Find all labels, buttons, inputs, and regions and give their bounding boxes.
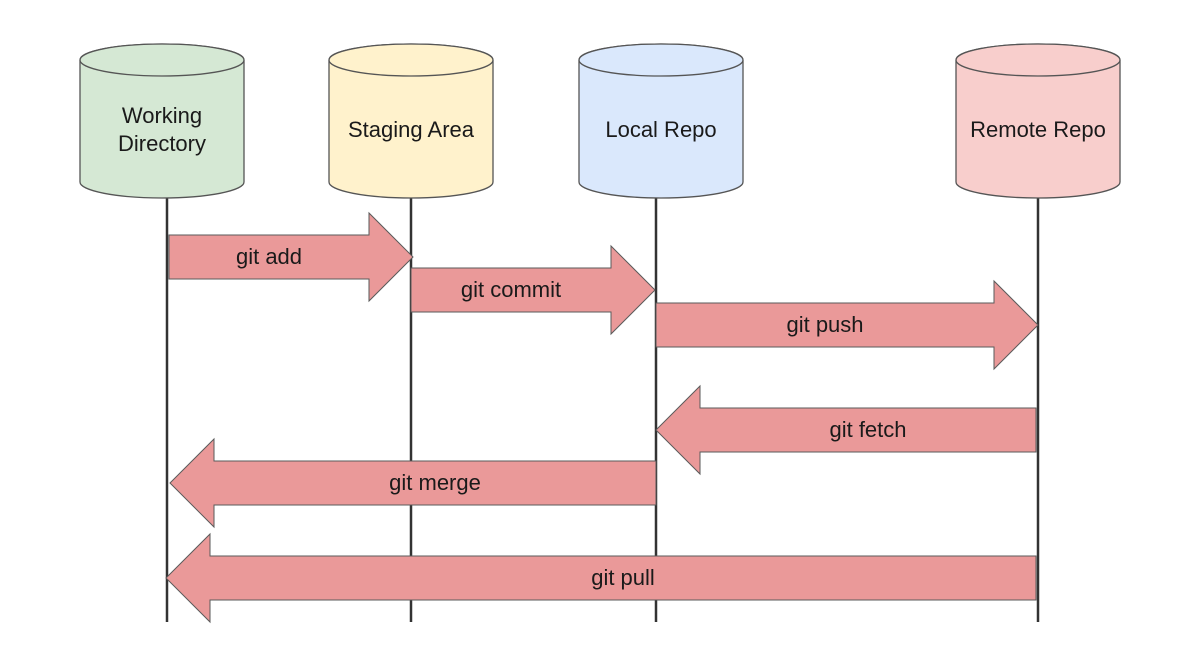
arrow-label-merge: git merge (389, 470, 481, 495)
command-arrows: git add git commit git push git fetch git me… (165, 211, 1039, 624)
arrow-merge: git merge (169, 437, 657, 529)
cylinder-staging: Staging Area (328, 43, 494, 199)
arrow-label-add: git add (236, 244, 302, 269)
node-label-working: Directory (118, 131, 206, 156)
arrow-commit: git commit (410, 244, 656, 336)
arrow-fetch: git fetch (655, 384, 1037, 476)
cylinder-local: Local Repo (578, 43, 744, 199)
arrow-add: git add (168, 211, 414, 303)
cylinder-remote: Remote Repo (955, 43, 1121, 199)
arrow-label-pull: git pull (591, 565, 655, 590)
arrow-label-fetch: git fetch (829, 417, 906, 442)
arrow-pull: git pull (165, 532, 1037, 624)
arrow-push: git push (655, 279, 1039, 371)
lifelines (165, 192, 1040, 622)
node-label-local: Local Repo (605, 117, 716, 142)
arrow-label-commit: git commit (461, 277, 561, 302)
node-label-remote: Remote Repo (970, 117, 1106, 142)
node-label-working: Working (122, 103, 202, 128)
arrow-label-push: git push (786, 312, 863, 337)
node-label-staging: Staging Area (348, 117, 475, 142)
